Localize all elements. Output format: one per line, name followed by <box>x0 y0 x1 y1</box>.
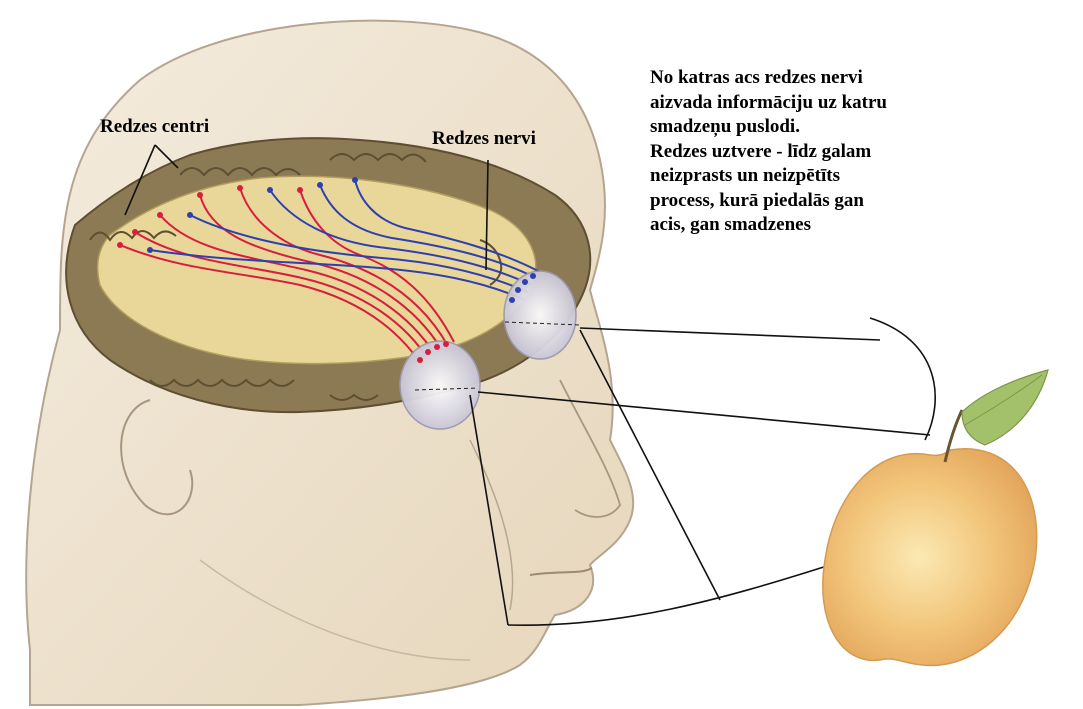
description-text: No katras acs redzes nervi aizvada infor… <box>650 66 887 238</box>
description-line: smadzeņu puslodi. <box>650 115 887 140</box>
apple <box>823 449 1037 666</box>
left-eye <box>400 341 480 429</box>
description-line: No katras acs redzes nervi <box>650 66 887 91</box>
brain-white-matter <box>98 176 536 363</box>
description-line: process, kurā piedalās gan <box>650 189 887 214</box>
description-line: acis, gan smadzenes <box>650 213 887 238</box>
label-visual-centers: Redzes centri <box>100 114 209 140</box>
apple-leaf <box>962 370 1048 445</box>
description-line: Redzes uztvere - līdz galam <box>650 140 887 165</box>
description-line: aizvada informāciju uz katru <box>650 91 887 116</box>
label-optic-nerves: Redzes nervi <box>432 126 536 152</box>
right-eye <box>504 271 576 359</box>
description-line: neizprasts un neizpētīts <box>650 164 887 189</box>
